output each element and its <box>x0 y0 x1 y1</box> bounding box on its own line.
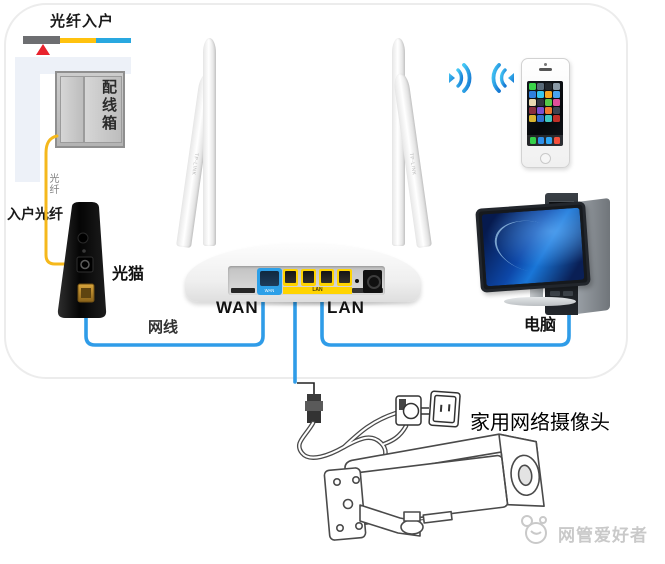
wall-shape-horizontal <box>15 57 131 74</box>
distribution-box <box>55 71 125 148</box>
phone-app-icon <box>537 107 544 114</box>
phone-app-icon <box>537 83 544 90</box>
phone-camera-dot <box>544 63 547 66</box>
wifi-signal-from-router <box>449 63 472 93</box>
smartphone <box>521 58 570 168</box>
phone-dock-icon <box>553 137 561 144</box>
lan-port-3 <box>319 269 334 286</box>
fiber-cable-label: 光纤 <box>47 173 58 195</box>
camera-bracket <box>323 467 424 541</box>
watermark-text: 网管爱好者 <box>558 526 648 545</box>
phone-app-icon <box>545 115 552 122</box>
wifi-signal-to-phone <box>491 63 514 93</box>
tower-vent <box>563 291 573 296</box>
phone-app-icon <box>537 99 544 106</box>
camera-label: 家用网络摄像头 <box>470 412 610 434</box>
phone-app-grid <box>529 83 561 122</box>
lan-port-4 <box>337 269 352 286</box>
red-triangle-marker <box>36 44 50 55</box>
lan-port-jack <box>339 271 350 283</box>
wall-shape-vertical <box>15 57 40 182</box>
lan-port-jack <box>321 271 332 283</box>
modem-label: 光猫 <box>112 266 145 283</box>
network-cable-label: 网线 <box>148 319 179 336</box>
lan-label: LAN <box>327 298 365 317</box>
lan-port-strip: LAN <box>283 287 352 294</box>
phone-app-icon <box>553 83 560 90</box>
phone-screen <box>527 81 563 146</box>
phone-app-icon <box>545 107 552 114</box>
fiber-bar-gray-segment <box>23 36 60 44</box>
router-reset-button <box>355 279 359 283</box>
phone-app-icon <box>529 107 536 114</box>
monitor-base <box>504 297 576 306</box>
distribution-box-label: 配线箱 <box>100 79 117 133</box>
network-cable-modem-to-wan <box>84 292 265 347</box>
phone-app-icon <box>529 83 536 90</box>
wall-outlet <box>428 390 461 428</box>
lan-port-2 <box>301 269 316 286</box>
router-wan-port: WAN <box>257 268 282 295</box>
wan-port-tag: WAN <box>264 288 275 294</box>
phone-speaker-slit <box>539 68 552 71</box>
fiber-bar-yellow-segment <box>60 38 96 43</box>
phone-app-icon <box>553 91 560 98</box>
fiber-entry-title: 光纤入户 <box>50 13 115 30</box>
phone-app-icon <box>529 91 536 98</box>
lan-port-1 <box>283 269 298 286</box>
fiber-cable <box>44 134 82 266</box>
phone-dock-icon <box>529 137 537 144</box>
diagram-frame <box>4 3 628 379</box>
entry-fiber-label: 入户光纤 <box>7 206 63 222</box>
phone-app-icon <box>529 115 536 122</box>
power-adapter <box>395 395 429 426</box>
bullet-camera <box>344 433 545 526</box>
monitor-stand <box>530 287 543 300</box>
phone-app-icon <box>537 115 544 122</box>
router-antenna-inner-left <box>203 38 216 246</box>
phone-app-icon <box>537 91 544 98</box>
camera-cords <box>296 410 409 466</box>
phone-app-icon <box>545 83 552 90</box>
phone-app-icon <box>545 91 552 98</box>
router-power-jack <box>363 270 382 293</box>
phone-app-icon <box>545 99 552 106</box>
tower-vent <box>550 291 560 296</box>
phone-app-icon <box>529 99 536 106</box>
rj45-connector <box>305 394 323 423</box>
lan-port-jack <box>285 271 296 283</box>
wan-label: WAN <box>216 298 259 317</box>
router-label-strip-left <box>231 288 255 293</box>
fiber-bar-blue-segment <box>96 38 131 43</box>
distribution-box-left-door <box>60 76 84 143</box>
phone-home-button <box>539 153 551 164</box>
phone-dock-icon <box>537 137 545 144</box>
network-cable-lan-to-computer <box>320 292 571 347</box>
phone-app-icon <box>553 107 560 114</box>
wan-port-jack <box>260 271 279 286</box>
phone-app-icon <box>553 115 560 122</box>
distribution-box-right-door <box>84 76 122 143</box>
phone-dock-icon <box>545 137 553 144</box>
phone-app-icon <box>553 99 560 106</box>
phone-dock <box>527 135 563 146</box>
lan-port-jack <box>303 271 314 283</box>
router-shadow <box>215 297 420 307</box>
computer-label: 电脑 <box>524 317 557 334</box>
router-lan-ports: LAN <box>283 269 352 295</box>
